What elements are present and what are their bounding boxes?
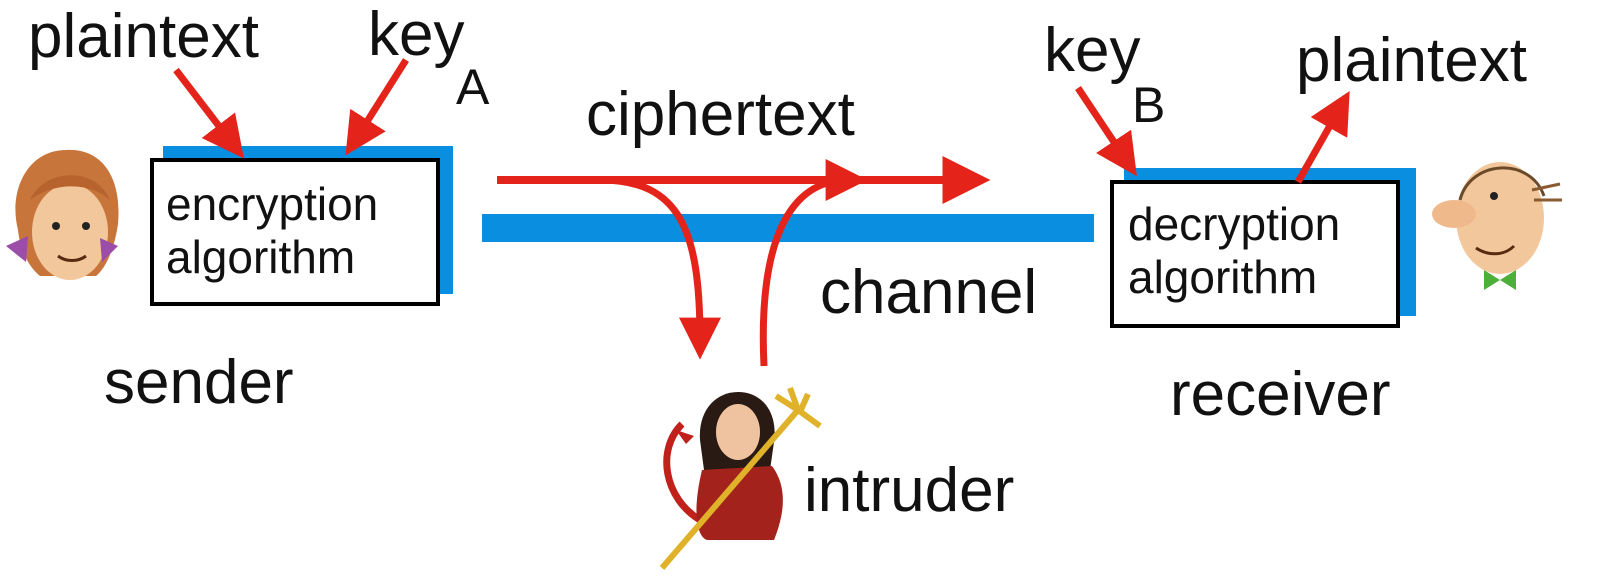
devil-with-trident-icon (659, 386, 822, 570)
key-a-arrow (345, 58, 409, 156)
receiver-plaintext-label: plaintext (1296, 26, 1527, 95)
encryption-line-1: encryption (166, 178, 379, 230)
key-b-label: key (1044, 16, 1141, 85)
sender-plaintext-arrow (173, 67, 244, 159)
encryption-box (150, 158, 440, 306)
channel-label: channel (820, 258, 1038, 327)
decryption-box (1110, 180, 1400, 328)
decryption-line-1: decryption (1128, 198, 1341, 250)
sender-label: sender (104, 348, 294, 417)
encryption-line-2: algorithm (166, 230, 356, 283)
intruder-label: intruder (804, 456, 1015, 525)
sender-plaintext-label: plaintext (28, 2, 259, 71)
key-a-label: key (368, 0, 465, 69)
receiver-plaintext-arrow (1294, 90, 1350, 184)
ciphertext-label: ciphertext (586, 80, 855, 149)
encryption-box-text: encryption algorithm (166, 178, 378, 284)
key-a-subscript: A (456, 59, 490, 115)
woman-face-icon (6, 149, 119, 280)
inject-arrow (759, 159, 868, 367)
key-b-arrow (1075, 86, 1137, 177)
key-b-subscript: B (1132, 77, 1166, 133)
decryption-line-2: algorithm (1128, 250, 1318, 303)
decryption-box-text: decryption algorithm (1128, 198, 1340, 304)
receiver-label: receiver (1170, 360, 1391, 429)
man-face-icon (1432, 162, 1562, 290)
intercept-arrow (599, 176, 721, 360)
